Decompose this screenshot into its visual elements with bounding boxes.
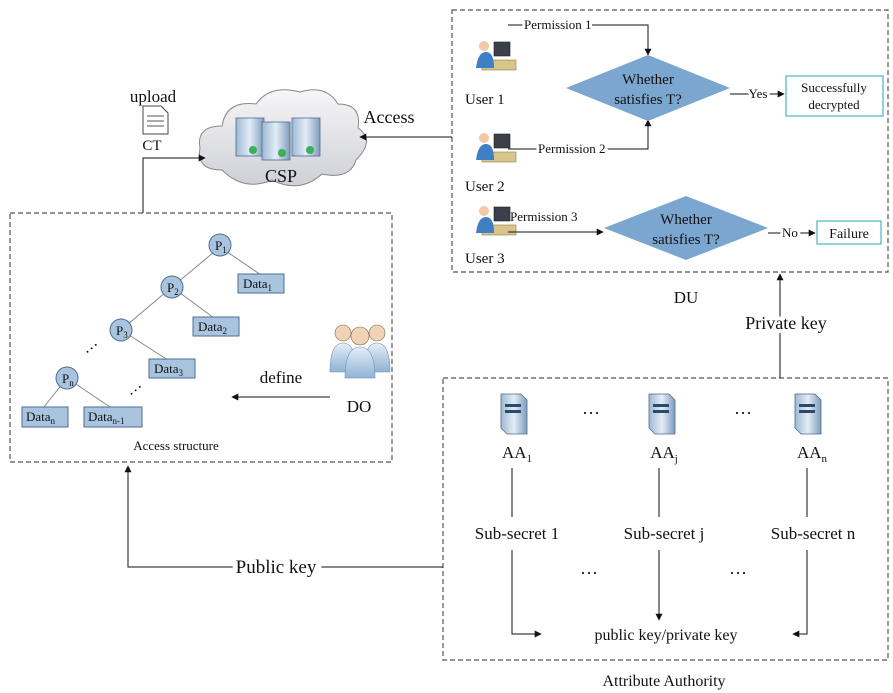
aa-ellipsis-top-1: … [582,398,600,418]
decision-bottom-diamond [604,196,768,260]
aa-ellipsis-mid-2: … [729,558,747,578]
data-box-2: Data2 [192,316,240,337]
svg-text:P3: P3 [116,323,128,340]
svg-text:Datan: Datan [26,409,56,426]
user-1-icon [476,41,517,71]
user-1-label: User 1 [465,92,505,108]
svg-text:P2: P2 [167,280,179,297]
decision-top-line2: satisfies T? [614,92,682,108]
document-icon [142,105,169,135]
decision-top-diamond [566,55,730,121]
user-3-icon [476,206,517,236]
aa-label: Attribute Authority [602,673,725,690]
tree-ellipsis-2: … [122,376,145,399]
access-structure-box [9,212,393,463]
upload-label: upload [130,87,177,106]
svg-text:P1: P1 [215,238,227,255]
private-key-label: Private key [745,313,826,333]
do-label: DO [347,397,372,416]
svg-text:Data2: Data2 [198,319,227,336]
tree-node-p1: P1 [208,233,232,257]
svg-text:Data1: Data1 [243,276,272,293]
du-label: DU [674,288,699,307]
success-line1: Successfully [801,80,867,95]
aa-j-label: AAj [650,443,678,465]
keys-label: public key/private key [594,627,737,644]
aa-box [442,377,889,661]
aa-ellipsis-mid-1: … [580,558,598,578]
user-2-icon [476,133,517,163]
data-box-1: Data1 [237,273,285,294]
data-box-n-1: Datan-1 [83,406,143,428]
svg-text:Pn: Pn [62,371,74,388]
user-3-label: User 3 [465,251,505,267]
yes-label: Yes [749,86,768,101]
aa-ellipsis-top-2: … [734,398,752,418]
decision-top-line1: Whether [622,72,674,88]
sub-secret-n-arrow [792,550,808,638]
access-structure-caption: Access structure [133,438,219,453]
sub-secret-1-label: Sub-secret 1 [475,524,560,543]
tree-node-pn: Pn [55,366,79,390]
failure-label: Failure [829,227,869,242]
tree-ellipsis-1: … [78,334,101,357]
permission-2-arrow [508,119,652,150]
aa-j-server-icon [648,393,676,435]
csp-cloud-icon [198,89,367,187]
data-box-n: Datan [21,406,69,428]
public-key-label: Public key [236,557,317,578]
data-box-3: Data3 [148,358,196,379]
permission-2-label: Permission 2 [538,141,606,156]
define-label: define [260,368,302,387]
user-2-label: User 2 [465,179,505,195]
aa-n-server-icon [794,393,822,435]
access-label: Access [364,107,415,127]
aa-1-server-icon [500,393,528,435]
aa-n-label: AAn [797,443,828,465]
success-line2: decrypted [808,97,860,112]
du-box [451,9,889,273]
svg-text:Data3: Data3 [154,361,184,378]
svg-text:Datan-1: Datan-1 [88,409,125,426]
permission-1-label: Permission 1 [524,17,592,32]
decision-bottom-line2: satisfies T? [652,232,720,248]
failure-box [816,220,882,245]
data-owner-icon [329,324,391,379]
permission-3-label: Permission 3 [510,209,578,224]
sub-secret-n-label: Sub-secret n [771,524,856,543]
ct-label: CT [142,138,161,154]
sub-secret-1-arrow [511,550,542,638]
permission-1-arrow [508,24,652,56]
tree-node-p3: P3 [109,318,133,342]
sub-secret-j-label: Sub-secret j [624,524,705,543]
upload-arrow [142,154,206,213]
public-key-arrow [124,465,443,568]
success-box [785,75,884,117]
no-label: No [782,225,798,240]
aa-1-label: AA1 [502,443,532,465]
csp-label: CSP [265,166,297,186]
decision-bottom-line1: Whether [660,212,712,228]
tree-node-p2: P2 [160,275,184,299]
